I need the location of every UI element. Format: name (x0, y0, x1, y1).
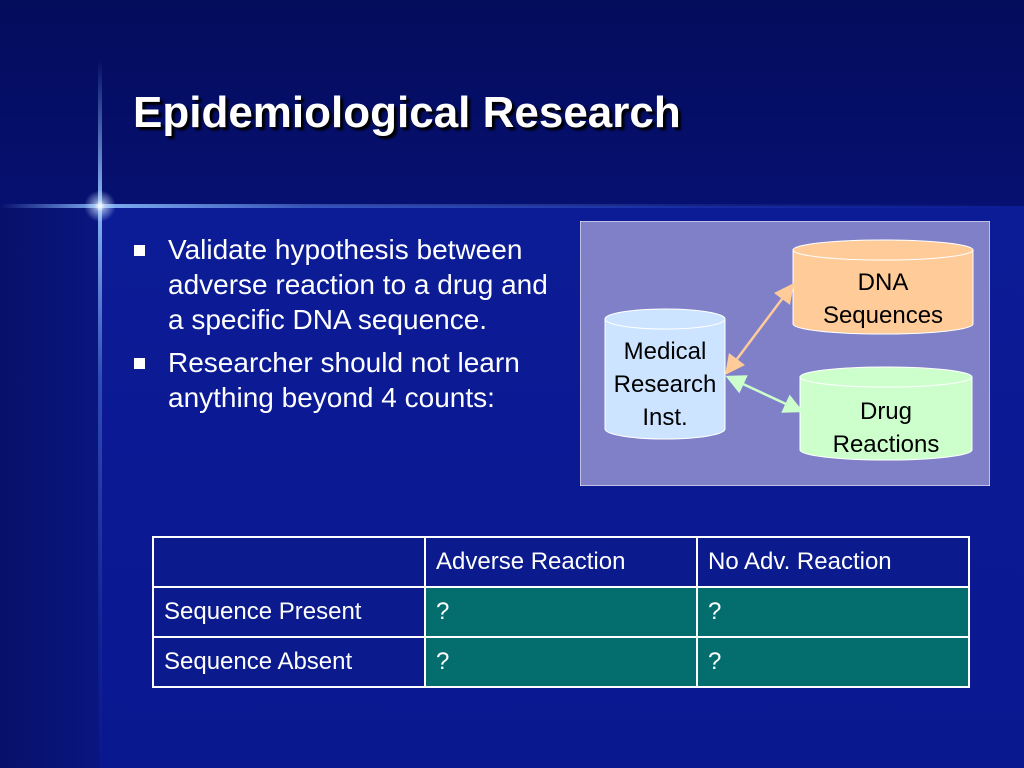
background-left-band (0, 206, 100, 768)
dna-sequences-label: DNA Sequences (822, 269, 944, 329)
square-bullet-icon (134, 245, 145, 256)
table-row-header: Sequence Absent (152, 636, 426, 688)
table-header-row: Adverse Reaction No Adv. Reaction (152, 536, 970, 588)
arrow-medical-drug (725, 375, 804, 413)
medical-research-db-icon (604, 308, 726, 440)
light-flare-star-icon (84, 190, 116, 222)
table-row: Sequence Absent ? ? (152, 636, 970, 688)
light-flare-vertical (98, 60, 102, 768)
slide-title: Epidemiological Research (133, 88, 681, 137)
medical-research-label: Medical Research Inst. (613, 338, 717, 431)
drug-reactions-db-icon (799, 366, 973, 461)
table-cell: ? (424, 636, 698, 688)
background-top-band (0, 0, 1024, 206)
table-header-cell (152, 536, 426, 588)
diagram-canvas (580, 221, 990, 486)
database-diagram: Medical Research Inst. DNA Sequences Dru… (580, 221, 990, 486)
drug-reactions-label: Drug Reactions (832, 398, 940, 458)
dna-sequences-db-icon (792, 239, 974, 335)
table-header-cell: No Adv. Reaction (696, 536, 970, 588)
bullet-item: Researcher should not learn anything bey… (130, 345, 550, 415)
table-cell: ? (696, 586, 970, 638)
table-row: Sequence Present ? ? (152, 586, 970, 638)
bullet-text: Validate hypothesis between adverse reac… (168, 234, 548, 335)
bullet-list: Validate hypothesis between adverse reac… (130, 232, 550, 423)
counts-table-container: Adverse Reaction No Adv. Reaction Sequen… (152, 536, 970, 688)
table-cell: ? (424, 586, 698, 638)
table-header-cell: Adverse Reaction (424, 536, 698, 588)
counts-table: Adverse Reaction No Adv. Reaction Sequen… (152, 536, 970, 688)
light-flare-horizontal (0, 204, 1024, 208)
bullet-item: Validate hypothesis between adverse reac… (130, 232, 550, 337)
arrow-medical-dna (725, 283, 794, 375)
bullet-text: Researcher should not learn anything bey… (168, 347, 520, 413)
table-cell: ? (696, 636, 970, 688)
square-bullet-icon (134, 358, 145, 369)
table-row-header: Sequence Present (152, 586, 426, 638)
